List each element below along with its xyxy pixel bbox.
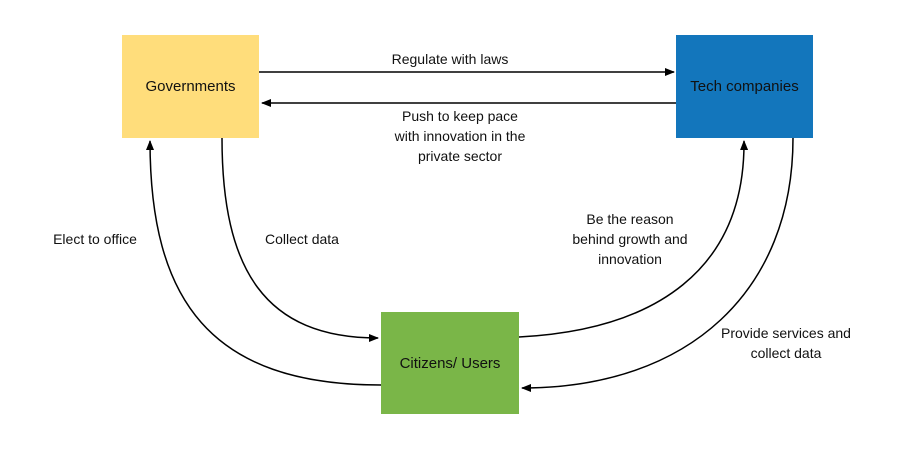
citizens-node: Citizens/ Users [381, 312, 519, 414]
edge-reason-arrow [518, 140, 749, 338]
edge-label-push: Push to keep pace with innovation in the… [394, 108, 526, 164]
edge-collect-arrow [221, 137, 379, 342]
edge-label-provide: Provide services and collect data [721, 325, 851, 361]
edge-label-elect: Elect to office [53, 231, 137, 247]
edge-provide-arrow [521, 137, 794, 392]
edge-elect-arrow [146, 140, 382, 386]
governments-node: Governments [122, 35, 259, 138]
governments-label: Governments [145, 78, 236, 95]
tech-companies-label: Tech companies [690, 78, 799, 95]
edge-label-reason: Be the reason behind growth and innovati… [572, 211, 688, 267]
tech-companies-node: Tech companies [676, 35, 813, 138]
edge-label-collect: Collect data [265, 231, 339, 247]
edge-label-regulate: Regulate with laws [391, 51, 509, 67]
citizens-label: Citizens/ Users [399, 354, 501, 372]
